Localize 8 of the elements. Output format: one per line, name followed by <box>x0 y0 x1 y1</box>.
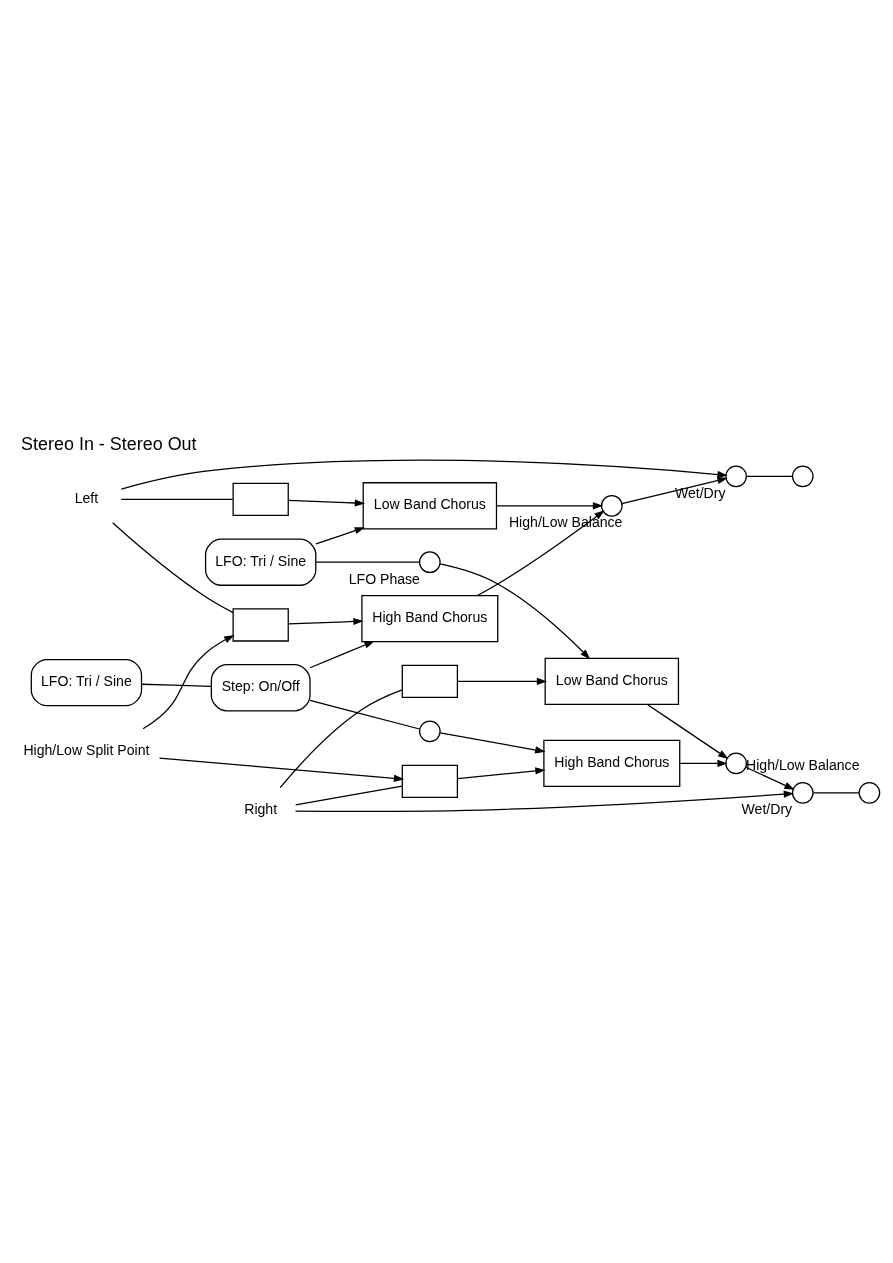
node-label: High/Low Balance <box>746 756 860 773</box>
node-label: Wet/Dry <box>674 484 726 501</box>
diagram-title: Stereo In - Stereo Out <box>21 433 197 454</box>
node-text: Left <box>74 489 99 506</box>
node-label: Wet/Dry <box>741 800 793 817</box>
node-text: Right <box>244 800 278 817</box>
node-text: High/Low Split Point <box>23 741 150 758</box>
node-label: LFO Phase <box>348 570 420 587</box>
